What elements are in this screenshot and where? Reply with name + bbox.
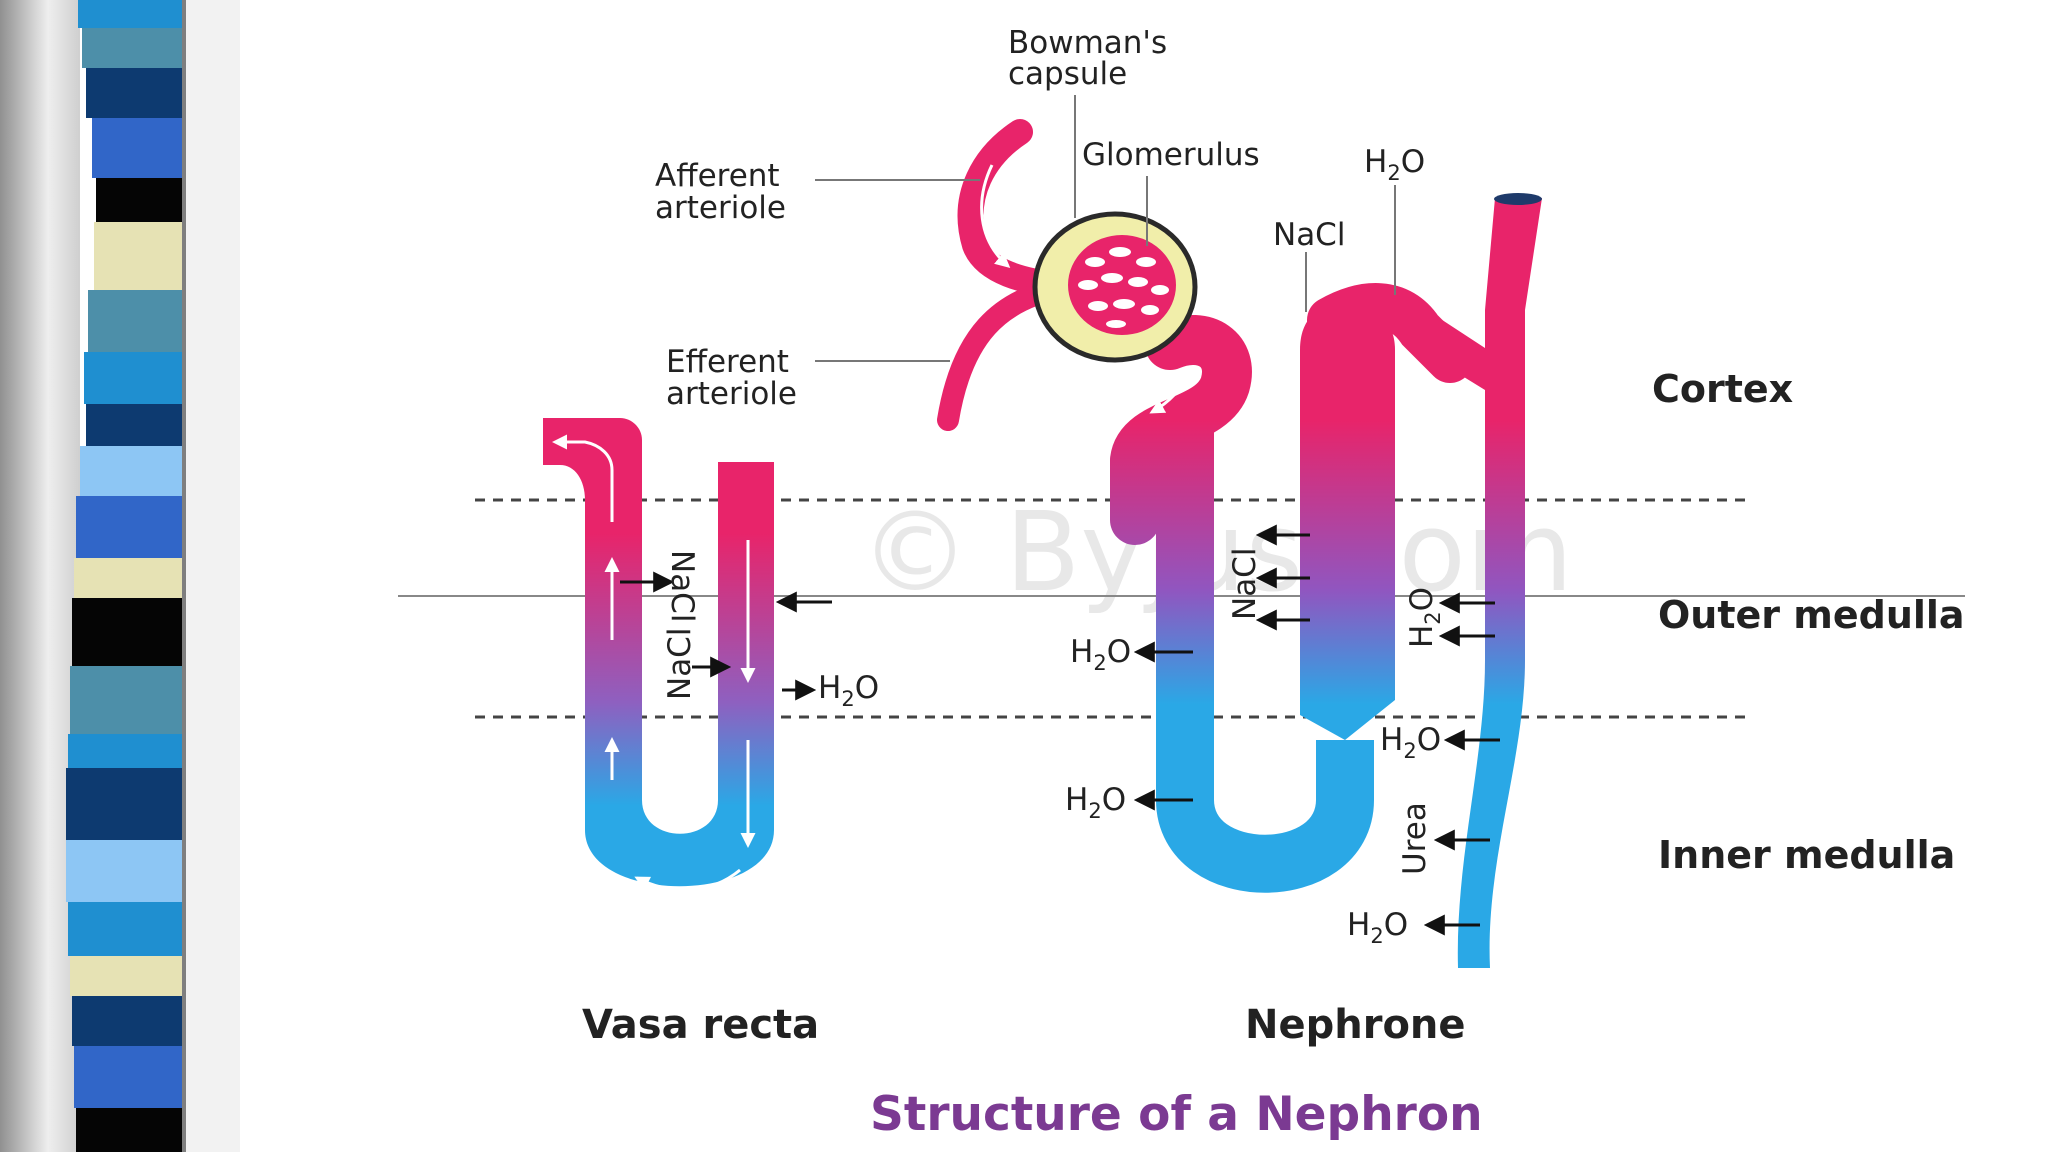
nephron: [937, 119, 1542, 968]
zone-label-outer-medulla: Outer medulla: [1658, 593, 1965, 637]
h2o-label-collecting-duct-outer: H2O: [1404, 587, 1445, 648]
bowmans-capsule-label-2: capsule: [1008, 56, 1127, 92]
stripe-blocks: [66, 0, 182, 1152]
vasa-recta: [543, 418, 774, 892]
zone-label-cortex: Cortex: [1652, 367, 1793, 411]
nacl-label-cortex: NaCl: [1273, 217, 1345, 253]
slide-stripe-border: [0, 0, 240, 1152]
caption-vasa-recta: Vasa recta: [582, 1002, 819, 1048]
vasa-recta-flow-arrows: [552, 434, 756, 892]
leader-lines: [815, 95, 1396, 362]
h2o-label-vasa: H2O: [818, 670, 879, 711]
urea-label: Urea: [1397, 802, 1433, 875]
h2o-label-descending-upper: H2O: [1070, 634, 1131, 675]
nephron-exchange-arrows: [1133, 524, 1500, 936]
afferent-arteriole-label-2: arteriole: [655, 190, 786, 226]
efferent-arteriole-label-2: arteriole: [666, 376, 797, 412]
proximal-tubule: [1110, 315, 1252, 545]
h2o-label-cortex: H2O: [1364, 144, 1425, 185]
glomerulus-label: Glomerulus: [1082, 137, 1260, 173]
h2o-label-collecting-duct-upper: H2O: [1380, 722, 1441, 763]
efferent-arteriole-label: Efferent: [666, 344, 789, 380]
vasa-recta-tube: [543, 418, 774, 887]
bowmans-capsule: [1032, 211, 1198, 363]
vasa-recta-exchange-arrows: [620, 571, 832, 701]
h2o-label-descending-lower: H2O: [1065, 782, 1126, 823]
bowmans-capsule-label: Bowman's: [1008, 25, 1167, 61]
caption-nephrone: Nephrone: [1245, 1002, 1466, 1048]
zone-label-inner-medulla: Inner medulla: [1658, 833, 1955, 877]
afferent-arteriole: [957, 119, 1073, 298]
nacl-label-ascending-limb: NaCl: [1227, 548, 1263, 620]
loop-of-henle: [1156, 420, 1374, 893]
glomerulus-capillaries: [1078, 247, 1169, 328]
h2o-label-collecting-duct-lower: H2O: [1347, 907, 1408, 948]
distal-tubule: [1307, 283, 1473, 383]
nacl-label-vasa-bottom: NaCl: [662, 628, 698, 700]
diagram-title: Structure of a Nephron: [870, 1087, 1483, 1142]
ascending-limb: [1300, 303, 1395, 740]
nacl-label-vasa-top: NaCl: [664, 550, 700, 622]
collecting-duct: [1412, 198, 1542, 968]
afferent-arteriole-label: Afferent: [655, 158, 780, 194]
